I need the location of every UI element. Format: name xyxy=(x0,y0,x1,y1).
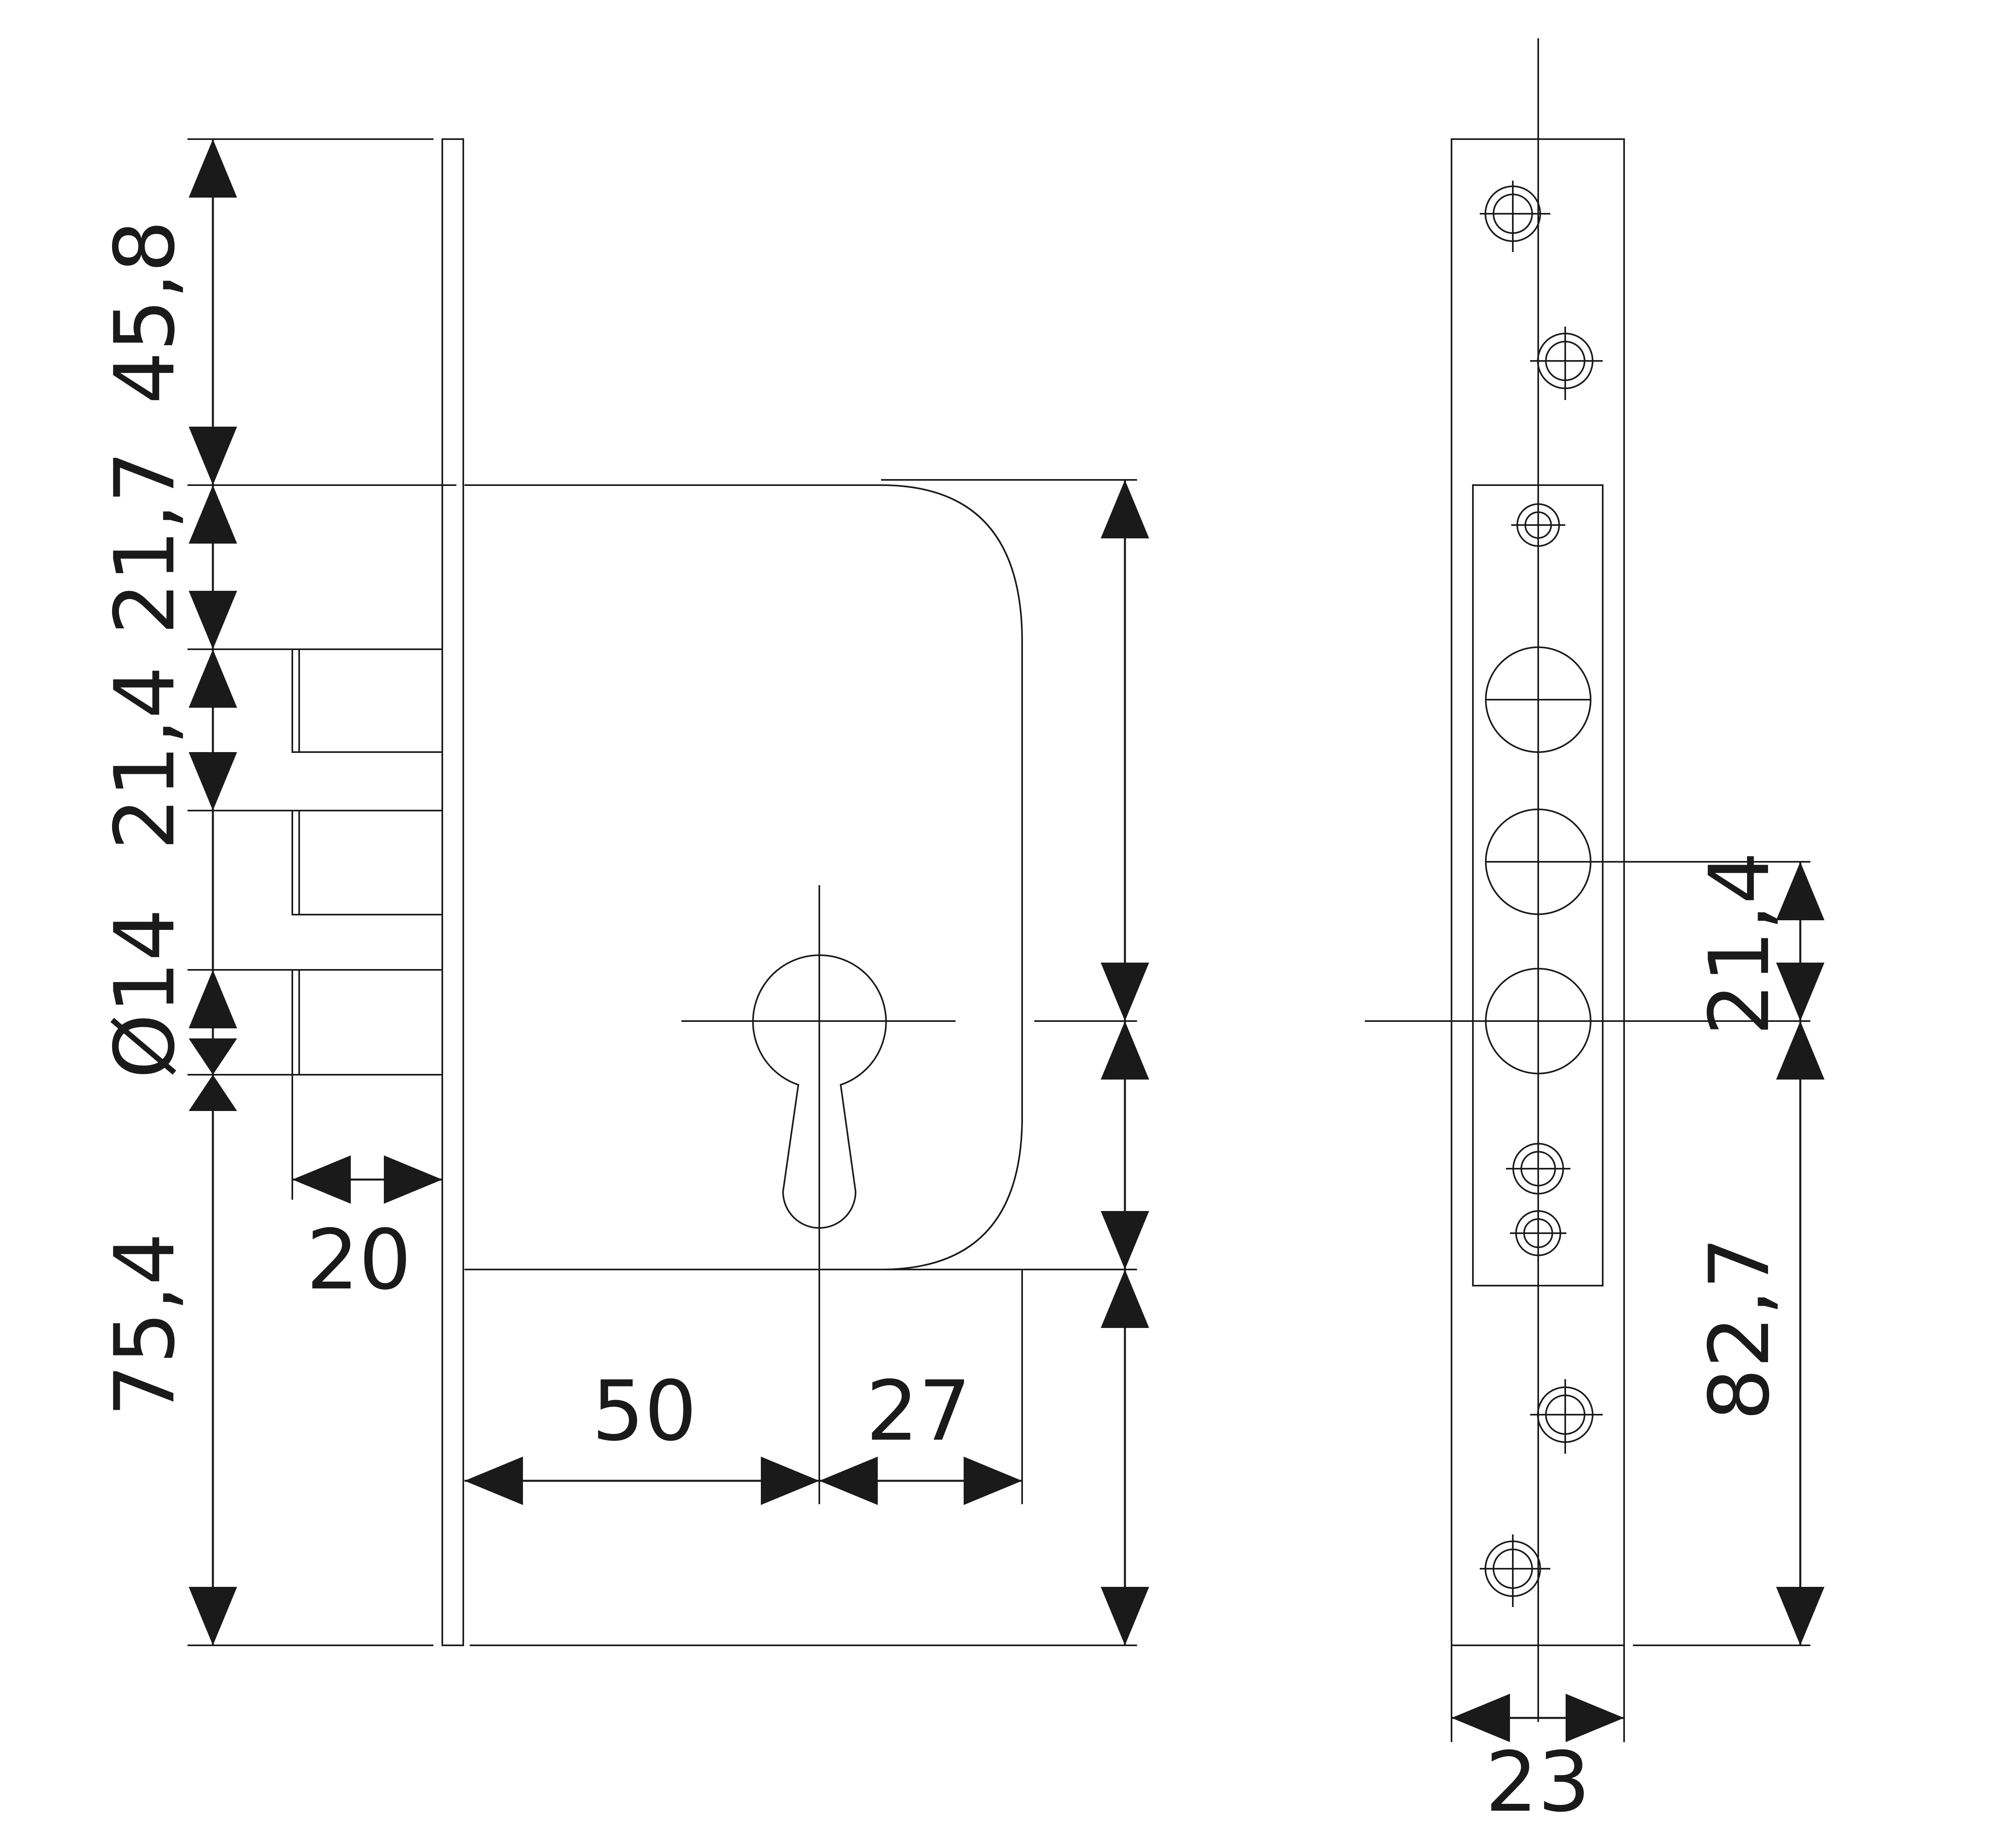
screw-hole-1 xyxy=(1480,181,1550,252)
inner-screw-hole-2 xyxy=(1506,1143,1570,1194)
dim-label-21-7: 21,7 xyxy=(97,451,193,635)
dim-label-23: 23 xyxy=(1485,1734,1591,1826)
cylinder-cutout xyxy=(752,954,887,1229)
dim-label-diameter-14: Ø14 xyxy=(97,909,193,1079)
dim-label-75-4: 75,4 xyxy=(97,1233,193,1417)
dim-label-50: 50 xyxy=(592,1363,697,1459)
inner-screw-hole-1 xyxy=(1511,503,1565,547)
side-view: 45,8 21,7 21,4 Ø14 75,4 20 50 27 xyxy=(97,138,1149,1646)
bolt-hole-2 xyxy=(1485,809,1810,915)
dim-label-82-7: 82,7 xyxy=(1692,1237,1788,1421)
lock-case-outline xyxy=(464,484,1023,1270)
bolt-2 xyxy=(292,810,442,915)
dim-label-21-4-left: 21,4 xyxy=(97,666,193,850)
bolt-1 xyxy=(292,648,442,753)
inner-screw-hole-3 xyxy=(1510,1210,1566,1256)
dim-label-45-8: 45,8 xyxy=(97,220,193,404)
screw-hole-3 xyxy=(1530,1379,1603,1454)
dim-label-21-4-right: 21,4 xyxy=(1692,852,1788,1036)
bolt-hole-1 xyxy=(1485,646,1591,753)
bolt-3 xyxy=(292,969,442,1076)
front-view: 21,4 82,7 23 xyxy=(1365,38,1824,1826)
faceplate-side xyxy=(442,138,464,1646)
bolt-hole-3 xyxy=(1365,968,1810,1074)
screw-hole-4 xyxy=(1480,1534,1550,1607)
dim-label-27: 27 xyxy=(866,1363,971,1459)
screw-hole-2 xyxy=(1530,327,1603,400)
dim-label-20: 20 xyxy=(306,1212,412,1308)
